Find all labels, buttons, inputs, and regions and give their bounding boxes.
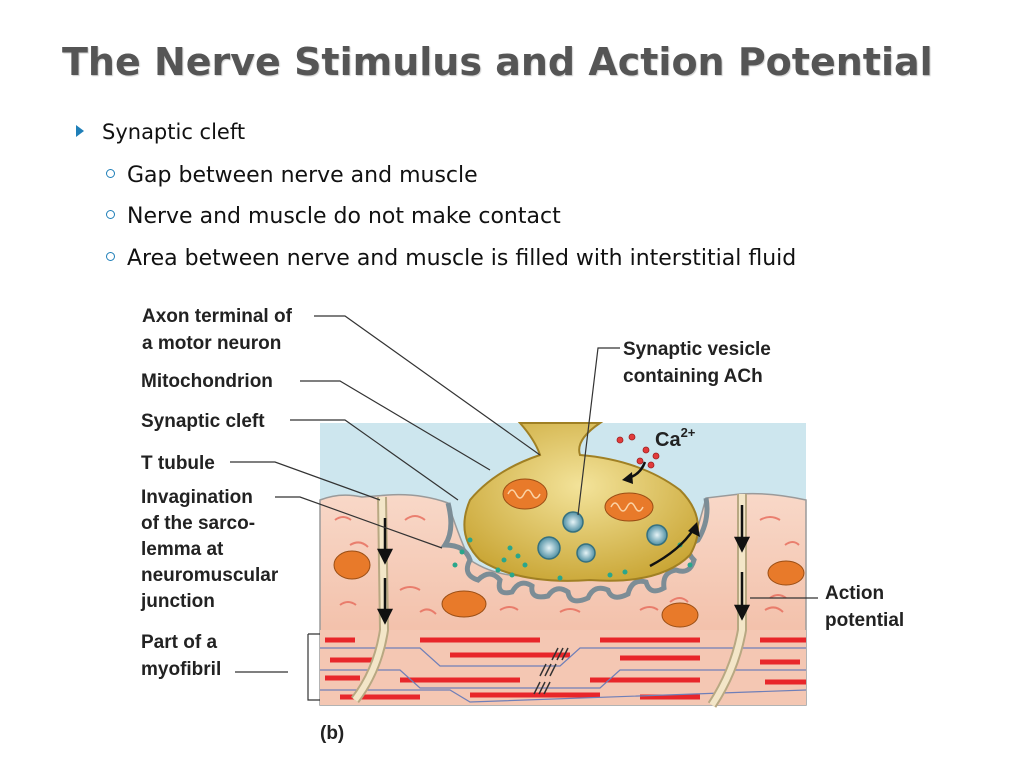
sarcoplasm-reticulum: [334, 515, 800, 615]
sarcolemma-folds: [440, 497, 710, 604]
ring-bullet-icon: [106, 252, 115, 261]
sub-bullet-item: Area between nerve and muscle is filled …: [106, 246, 796, 271]
sub-bullet-text: Nerve and muscle do not make contact: [127, 204, 561, 229]
myofibril-bands: [325, 637, 806, 700]
sub-bullet-item: Nerve and muscle do not make contact: [106, 204, 561, 229]
t-tubule-left-inner: [352, 496, 388, 702]
myofibril-break-marks: [533, 647, 569, 695]
page-title: The Nerve Stimulus and Action Potential: [62, 40, 933, 84]
depolarization-arrow: [649, 529, 695, 568]
calcium-ions: [616, 433, 660, 469]
ring-bullet-icon: [106, 169, 115, 178]
label-action-potential: Action potential: [825, 583, 904, 631]
bullet-text: Synaptic cleft: [102, 120, 246, 144]
bullet-item: Synaptic cleft: [76, 120, 245, 144]
sub-bullet-text: Area between nerve and muscle is filled …: [127, 246, 797, 271]
label-t-tubule: T tubule: [141, 453, 215, 474]
calcium-arrow-head: [622, 472, 633, 484]
axon-mitochondria: [502, 478, 654, 522]
label-invagination: Invagination of the sarco- lemma at neur…: [140, 487, 284, 612]
depolarization-arrow-head: [688, 522, 700, 537]
label-mitochondrion: Mitochondrion: [141, 371, 273, 392]
myofibril-lines: [320, 647, 807, 703]
triangle-bullet-icon: [76, 125, 84, 137]
label-synaptic-cleft: Synaptic cleft: [141, 411, 265, 432]
label-calcium: Ca2+: [655, 425, 696, 451]
leader-lines: [230, 315, 818, 701]
label-panel: (b): [320, 723, 344, 744]
axon-terminal: [463, 422, 699, 582]
ring-bullet-icon: [106, 210, 115, 219]
label-synaptic-vesicle: Synaptic vesicle containing ACh: [623, 339, 776, 387]
action-potential-arrows: [376, 505, 751, 625]
sub-bullet-text: Gap between nerve and muscle: [127, 163, 478, 188]
sub-bullet-item: Gap between nerve and muscle: [106, 163, 478, 188]
synaptic-vesicles: [537, 511, 668, 563]
label-axon-terminal: Axon terminal of a motor neuron: [142, 306, 297, 354]
muscle-mitochondria: [333, 550, 805, 628]
t-tubule-right-inner: [709, 494, 745, 707]
label-myofibril: Part of a myofibril: [141, 632, 222, 680]
